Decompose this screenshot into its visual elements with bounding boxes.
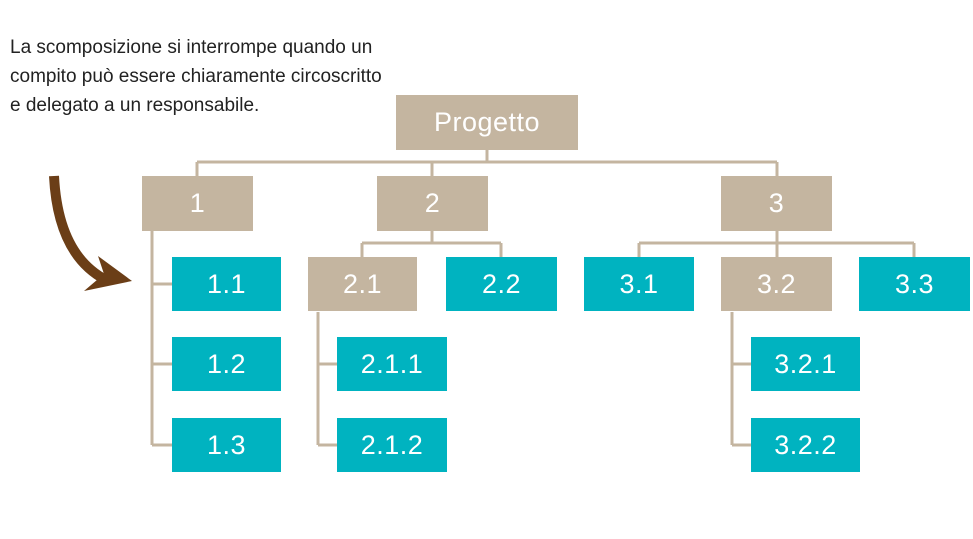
node-2-1-2: 2.1.2 [337,418,447,472]
node-1: 1 [142,176,253,231]
node-2: 2 [377,176,488,231]
node-3-2-1: 3.2.1 [751,337,860,391]
node-1-1: 1.1 [172,257,281,311]
node-2-1-1: 2.1.1 [337,337,447,391]
connectors [150,150,916,447]
node-3-2: 3.2 [721,257,832,311]
node-2-2: 2.2 [446,257,557,311]
node-1-2: 1.2 [172,337,281,391]
annotation-text: La scomposizione si interrompe quando un… [10,37,382,116]
node-2-1: 2.1 [308,257,417,311]
curved-arrow-head [84,256,132,291]
node-3-3: 3.3 [859,257,970,311]
node-1-3: 1.3 [172,418,281,472]
node-3-2-2: 3.2.2 [751,418,860,472]
node-3-1: 3.1 [584,257,694,311]
node-root: Progetto [396,95,578,150]
curved-arrow-shaft [49,175,109,285]
node-3: 3 [721,176,832,231]
